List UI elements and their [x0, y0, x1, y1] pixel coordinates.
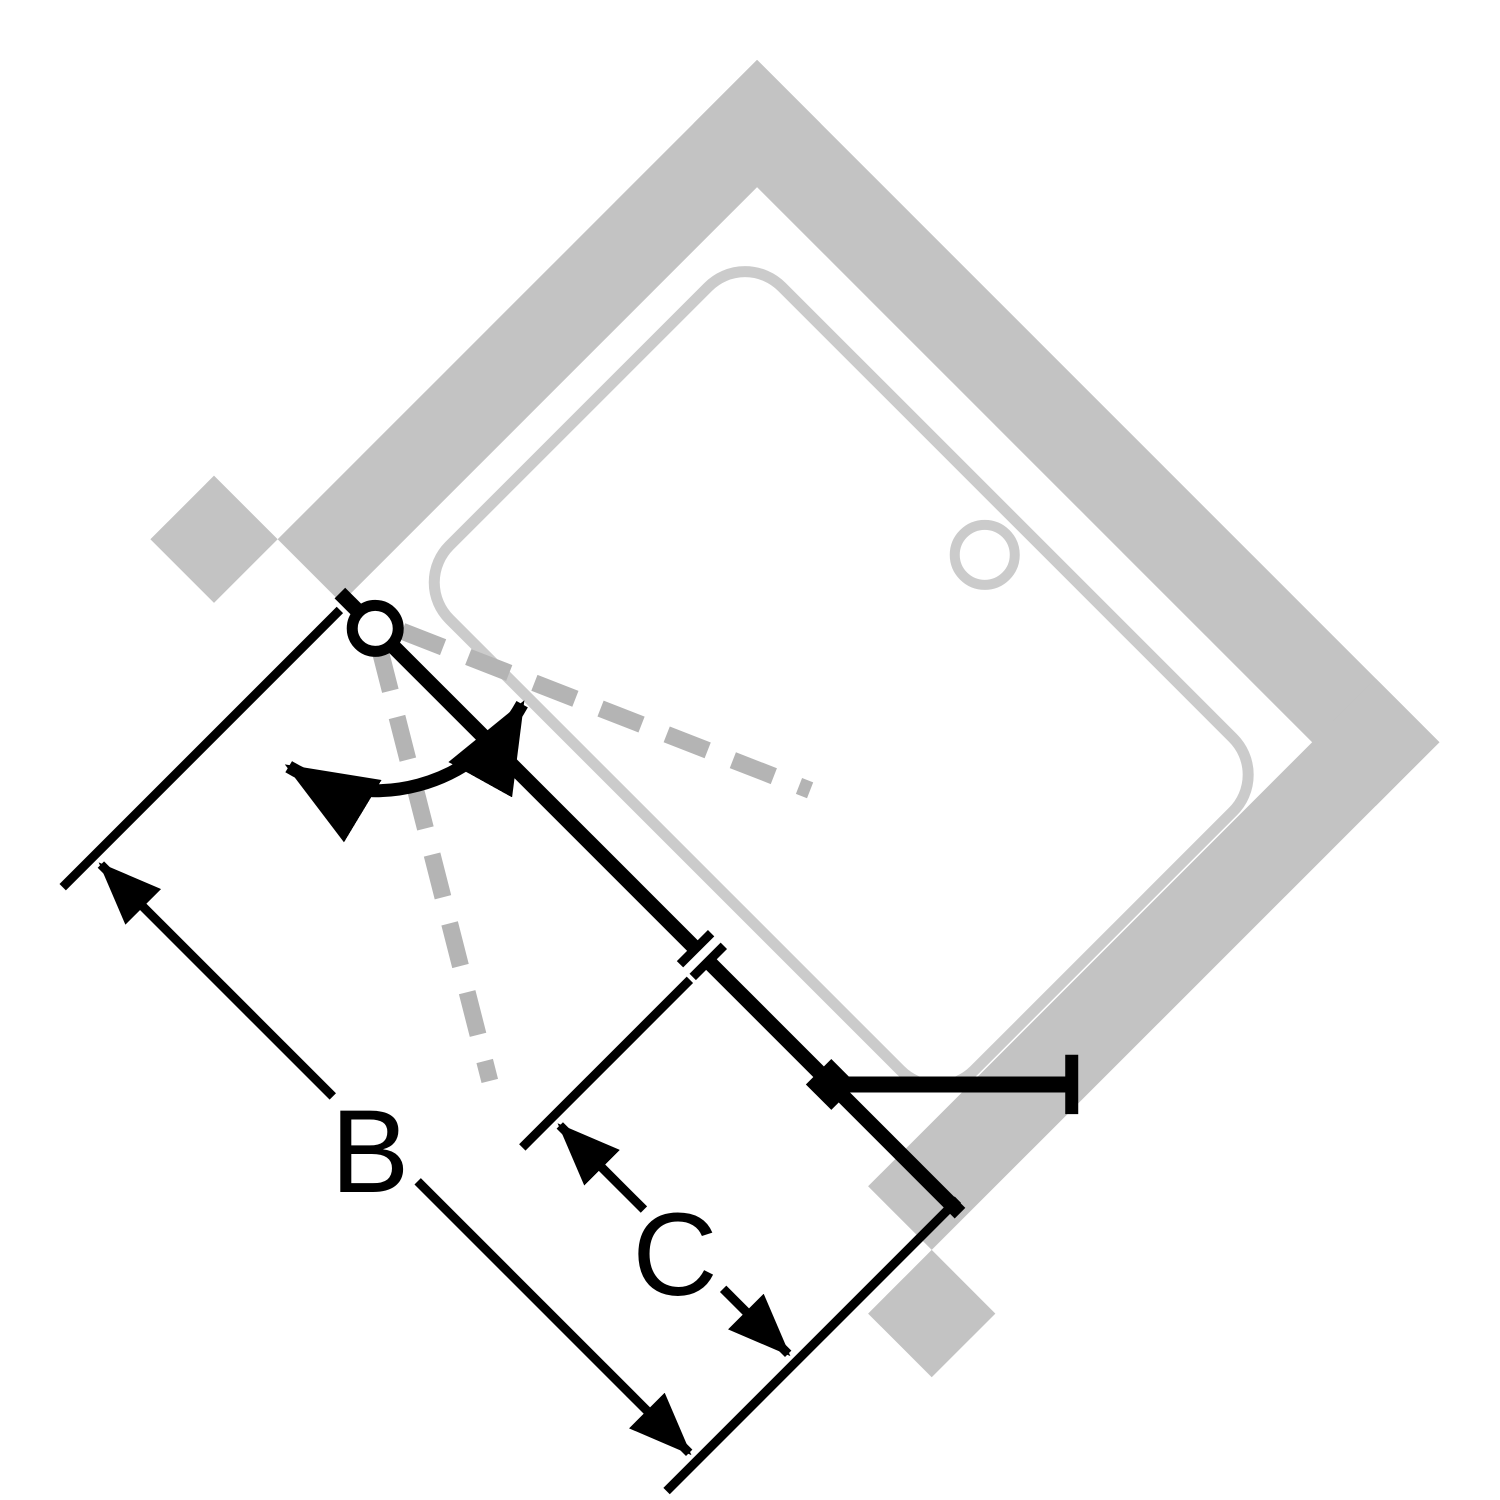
- dim-c-label: C: [632, 1189, 717, 1321]
- swing-door-panel: [388, 641, 701, 955]
- dim-c-arrow-right: [719, 1285, 792, 1358]
- hinge-pivot: [346, 599, 404, 657]
- back-wall: [693, 59, 1440, 806]
- dim-ext-joint: [519, 976, 694, 1151]
- panel-joint-tick-1: [676, 929, 715, 968]
- dim-b-arrow-right: [414, 1178, 693, 1457]
- dim-b-arrow-left: [97, 861, 336, 1100]
- dim-c-arrow-left: [556, 1122, 648, 1213]
- drain-circle: [949, 519, 1020, 590]
- support-bar: [831, 1076, 1072, 1093]
- dim-ext-left: [59, 606, 344, 891]
- shower-tray: [428, 266, 1254, 1092]
- dim-ext-right: [663, 1196, 962, 1495]
- door-swing-inward-dashed: [399, 623, 814, 799]
- dim-b-label: B: [331, 1086, 410, 1218]
- left-wall: [277, 59, 821, 603]
- support-bar-clamp: [805, 1059, 857, 1110]
- right-wall: [868, 678, 1440, 1250]
- swing-arc-arrow: [284, 700, 528, 843]
- support-bar-wall-mount: [1065, 1054, 1079, 1115]
- left-wall-end-cap: [150, 475, 278, 603]
